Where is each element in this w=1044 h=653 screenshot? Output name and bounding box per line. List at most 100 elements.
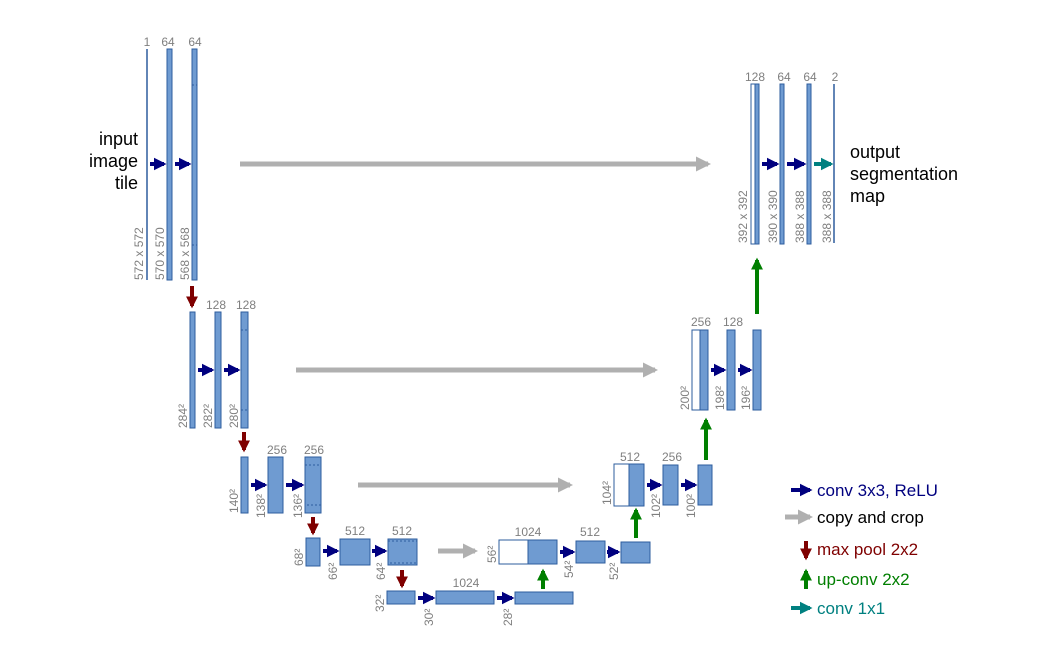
- copy-crop-arrows: [240, 156, 711, 559]
- feature-map-u4-a: [575, 540, 606, 564]
- feature-map-l4-c: [387, 538, 418, 566]
- feature-map-u4-b: [620, 541, 651, 564]
- legend-copy-label: copy and crop: [817, 508, 924, 527]
- level2-encoder: 128 128 284² 282² 280²: [176, 298, 256, 453]
- legend-pool-label: max pool 2x2: [817, 540, 918, 559]
- level4-decoder: 1024 512 56² 54² 52²: [485, 507, 651, 589]
- crop-region-l1: [191, 84, 198, 246]
- feature-map-l4-b: [339, 538, 371, 566]
- input-label: image: [89, 151, 138, 171]
- channel-label: 512: [392, 524, 412, 538]
- channel-label: 1: [144, 35, 151, 49]
- channel-label: 64: [777, 70, 791, 84]
- channel-label: 64: [188, 35, 202, 49]
- channel-label: 128: [206, 298, 226, 312]
- channel-label: 256: [691, 315, 711, 329]
- channel-label: 128: [723, 315, 743, 329]
- crop-region-l4: [387, 540, 418, 564]
- size-label: 284²: [176, 404, 190, 428]
- feature-map-l2-b: [214, 311, 222, 429]
- level2-decoder: 256 128 200² 198² 196²: [678, 257, 763, 411]
- output-label: segmentation: [850, 164, 958, 184]
- size-label: 68²: [292, 549, 306, 566]
- upsampled-map-u4: [527, 539, 558, 565]
- size-label: 282²: [201, 404, 215, 428]
- feature-map-l2-c: [240, 311, 249, 429]
- size-label: 390 x 390: [766, 190, 780, 243]
- legend-conv-label: conv 3x3, ReLU: [817, 481, 938, 500]
- legend-conv1x1-label: conv 1x1: [817, 599, 885, 618]
- feature-map-u2-b: [752, 329, 762, 411]
- upsampled-map-u2: [699, 329, 709, 411]
- feature-map-u3-a: [662, 464, 679, 506]
- bottleneck: 1024 32² 30² 28²: [373, 576, 574, 626]
- size-label: 136²: [291, 494, 305, 518]
- feature-map-bottom-a: [386, 590, 416, 605]
- channel-label: 512: [620, 450, 640, 464]
- level3-encoder: 256 256 140² 138² 136²: [227, 443, 324, 536]
- copied-map-u3: [613, 463, 630, 507]
- channel-label: 2: [832, 70, 839, 84]
- output-label: map: [850, 186, 885, 206]
- level1-decoder: 128 64 64 2 392 x 392 390 x 390 388 x 38…: [736, 70, 958, 245]
- size-label: 392 x 392: [736, 190, 750, 243]
- size-label: 100²: [684, 494, 698, 518]
- size-label: 196²: [739, 386, 753, 410]
- size-label: 56²: [485, 546, 499, 563]
- channel-label: 256: [662, 450, 682, 464]
- size-label: 200²: [678, 386, 692, 410]
- feature-map-bottom-c: [514, 591, 574, 605]
- crop-region-l2: [240, 329, 249, 411]
- size-label: 54²: [562, 561, 576, 578]
- size-label: 66²: [326, 563, 340, 580]
- size-label: 572 x 572: [132, 227, 146, 280]
- feature-map-l3-a: [240, 456, 249, 514]
- legend-upconv-label: up-conv 2x2: [817, 570, 910, 589]
- size-label: 64²: [374, 563, 388, 580]
- feature-map-u1-a: [779, 83, 785, 245]
- feature-map-l4-a: [305, 537, 321, 567]
- feature-map-l2-a: [189, 311, 196, 429]
- feature-map-l3-b: [267, 456, 284, 514]
- size-label: 30²: [422, 609, 436, 626]
- output-label: output: [850, 142, 900, 162]
- input-label: tile: [115, 173, 138, 193]
- upsampled-map-u3: [628, 463, 645, 507]
- size-label: 140²: [227, 489, 241, 513]
- channel-label: 64: [161, 35, 175, 49]
- feature-map-u2-a: [726, 329, 736, 411]
- size-label: 568 x 568: [178, 227, 192, 280]
- level4-encoder: 512 512 68² 66² 64²: [292, 524, 418, 589]
- input-label: input: [99, 129, 138, 149]
- size-label: 388 x 388: [793, 190, 807, 243]
- size-label: 388 x 388: [820, 190, 834, 243]
- feature-map-bottom-b: [435, 590, 495, 605]
- copied-map-u2: [691, 329, 701, 411]
- channel-label: 512: [345, 524, 365, 538]
- feature-map-l1-a: [166, 48, 173, 281]
- channel-label: 256: [304, 443, 324, 457]
- level1-encoder: 1 64 64 572 x 572 570 x 570 568 x 568 in…: [89, 35, 202, 309]
- size-label: 52²: [607, 563, 621, 580]
- channel-label: 128: [745, 70, 765, 84]
- level3-decoder: 512 256 104² 102² 100²: [600, 417, 713, 518]
- size-label: 138²: [254, 494, 268, 518]
- channel-label: 1024: [453, 576, 480, 590]
- copied-map-u1: [750, 83, 756, 245]
- channel-label: 64: [803, 70, 817, 84]
- channel-label: 256: [267, 443, 287, 457]
- channel-label: 512: [580, 525, 600, 539]
- size-label: 570 x 570: [153, 227, 167, 280]
- channel-label: 128: [236, 298, 256, 312]
- crop-region-l3: [304, 464, 322, 506]
- copied-map-u4: [498, 539, 529, 565]
- size-label: 280²: [227, 404, 241, 428]
- size-label: 32²: [373, 595, 387, 612]
- feature-map-u1-b: [806, 83, 812, 245]
- size-label: 104²: [600, 481, 614, 505]
- legend: conv 3x3, ReLU copy and crop max pool 2x…: [785, 481, 938, 618]
- size-label: 102²: [649, 494, 663, 518]
- feature-map-u3-b: [697, 464, 713, 506]
- size-label: 28²: [501, 609, 515, 626]
